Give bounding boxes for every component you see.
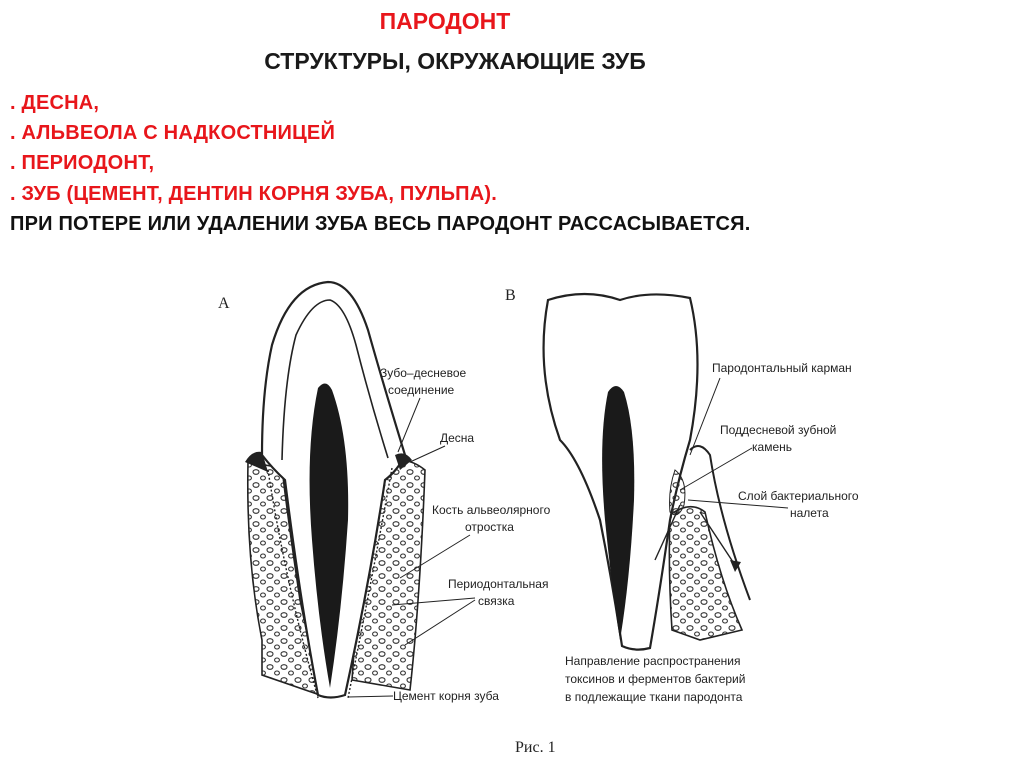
label-cement: Цемент корня зуба — [393, 689, 499, 703]
leader-gum — [409, 445, 446, 463]
leader-calculus — [679, 447, 753, 491]
tooth-a-dentin — [281, 299, 389, 461]
figure-caption: Рис. 1 — [515, 739, 556, 756]
label-junction-line1: Зубо–десневое — [380, 366, 466, 380]
label-bone-line1: Кость альвеолярного — [432, 503, 551, 517]
arrow-head-2 — [730, 560, 741, 572]
leader-bone — [399, 534, 471, 579]
list-item-tooth: . ЗУБ (ЦЕМЕНТ, ДЕНТИН КОРНЯ ЗУБА, ПУЛЬПА… — [10, 183, 498, 205]
list-item-gum: . ДЕСНА, — [10, 92, 100, 114]
alveolar-bone-b — [668, 505, 744, 641]
resorption-note: ПРИ ПОТЕРЕ ИЛИ УДАЛЕНИИ ЗУБА ВЕСЬ ПАРОДО… — [10, 213, 751, 235]
list-item-alveola: . АЛЬВЕОЛА С НАДКОСТНИЦЕЙ — [10, 122, 336, 144]
arrow-spread-1 — [654, 504, 681, 561]
alveolar-bone-left — [246, 461, 322, 697]
leader-pocket — [689, 377, 721, 456]
label-direction-line2: токсинов и ферментов бактерий — [565, 672, 745, 686]
panel-b-letter: В — [505, 287, 516, 304]
panel-a-letter: А — [218, 295, 230, 312]
periodontal-ligament-left — [267, 469, 319, 699]
label-calculus-line2: камень — [752, 440, 792, 454]
leader-junction — [397, 397, 421, 453]
label-ligament-line1: Периодонтальная — [448, 577, 548, 591]
label-calculus-line1: Поддесневой зубной — [720, 423, 836, 437]
gum-left — [245, 451, 268, 472]
periodontium-diagram: А Зубо–десневое соединение Десна Кость а… — [218, 280, 859, 756]
tooth-a-pulp — [309, 383, 349, 688]
leader-ligament-2 — [404, 599, 476, 646]
gum-right — [395, 453, 412, 470]
leader-plaque — [687, 499, 789, 509]
label-plaque-line1: Слой бактериального — [738, 489, 859, 503]
list-item-periodont: . ПЕРИОДОНТ, — [10, 152, 155, 174]
arrow-spread-2 — [699, 511, 736, 566]
label-ligament-line2: связка — [478, 594, 515, 608]
tooth-b-pulp — [602, 386, 635, 640]
label-junction-line2: соединение — [388, 383, 455, 397]
label-bone-line2: отростка — [465, 520, 514, 534]
label-gum: Десна — [440, 431, 474, 445]
page-title: ПАРОДОНТ — [379, 8, 511, 34]
label-plaque-line2: налета — [790, 506, 829, 520]
label-direction-line1: Направление распространения — [565, 654, 740, 668]
label-direction-line3: в подлежащие ткани пародонта — [565, 690, 743, 704]
subgingival-calculus — [669, 469, 686, 516]
leader-cement — [347, 695, 394, 698]
page-subtitle: СТРУКТУРЫ, ОКРУЖАЮЩИЕ ЗУБ — [264, 48, 646, 74]
leader-ligament-1 — [391, 597, 476, 606]
periodontal-ligament-right — [347, 467, 393, 699]
label-pocket: Пародонтальный карман — [712, 361, 852, 375]
